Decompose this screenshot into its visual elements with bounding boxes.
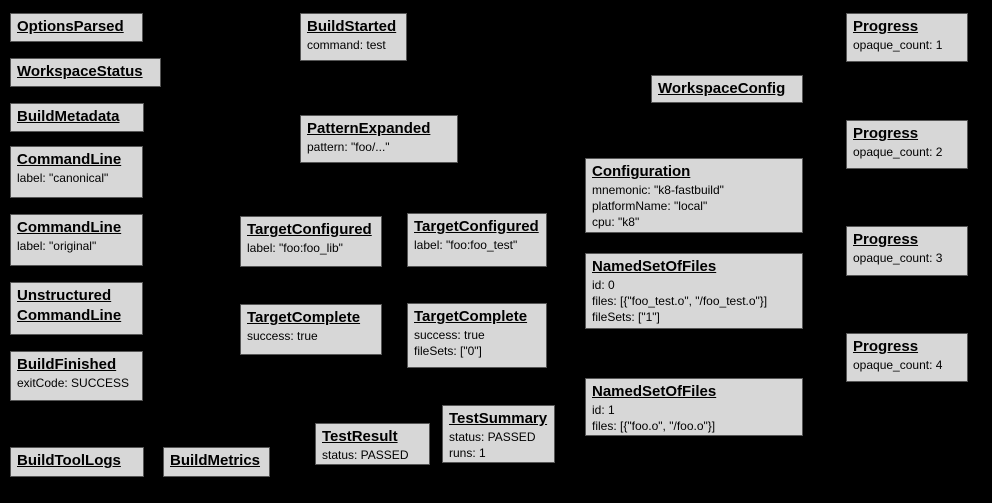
node-attribute: status: PASSED bbox=[449, 430, 536, 444]
node-attribute: files: [{"foo.o", "/foo.o"}] bbox=[592, 419, 716, 433]
node-workspace-config: WorkspaceConfig bbox=[651, 75, 803, 103]
node-attribute: status: PASSED bbox=[322, 448, 409, 462]
node-attribute: pattern: "foo/..." bbox=[307, 140, 390, 154]
node-title: NamedSetOfFiles bbox=[592, 383, 717, 400]
node-command-line-canonical: CommandLine label: "canonical" bbox=[10, 146, 143, 198]
node-target-complete-foo-test: TargetComplete success: true fileSets: [… bbox=[407, 303, 547, 368]
node-title: BuildFinished bbox=[17, 356, 117, 373]
node-title: TargetComplete bbox=[247, 309, 361, 326]
node-attribute: fileSets: ["1"] bbox=[592, 310, 660, 324]
node-attribute: label: "foo:foo_test" bbox=[414, 238, 518, 252]
node-named-set-of-files-0: NamedSetOfFiles id: 0 files: [{"foo_test… bbox=[585, 253, 803, 329]
node-attribute: platformName: "local" bbox=[592, 199, 708, 213]
node-progress-2: Progress opaque_count: 2 bbox=[846, 120, 968, 169]
node-title: TargetConfigured bbox=[247, 221, 372, 238]
node-title: OptionsParsed bbox=[17, 18, 124, 35]
node-title: CommandLine bbox=[17, 151, 122, 168]
node-progress-3: Progress opaque_count: 3 bbox=[846, 226, 968, 276]
node-title: BuildMetadata bbox=[17, 108, 120, 125]
node-title: PatternExpanded bbox=[307, 120, 431, 137]
node-workspace-status: WorkspaceStatus bbox=[10, 58, 161, 87]
node-attribute: cpu: "k8" bbox=[592, 215, 640, 229]
node-named-set-of-files-1: NamedSetOfFiles id: 1 files: [{"foo.o", … bbox=[585, 378, 803, 436]
node-build-metadata: BuildMetadata bbox=[10, 103, 144, 132]
node-attribute: id: 0 bbox=[592, 278, 615, 292]
node-target-configured-foo-lib: TargetConfigured label: "foo:foo_lib" bbox=[240, 216, 382, 267]
node-attribute: opaque_count: 1 bbox=[853, 38, 943, 52]
node-attribute: opaque_count: 3 bbox=[853, 251, 943, 265]
node-attribute: id: 1 bbox=[592, 403, 615, 417]
node-title: Progress bbox=[853, 125, 919, 142]
node-unstructured-command-line: Unstructured CommandLine bbox=[10, 282, 143, 335]
node-configuration: Configuration mnemonic: "k8-fastbuild" p… bbox=[585, 158, 803, 233]
node-title: BuildToolLogs bbox=[17, 452, 121, 469]
node-attribute: files: [{"foo_test.o", "/foo_test.o"}] bbox=[592, 294, 768, 308]
node-title: Progress bbox=[853, 18, 919, 35]
node-build-tool-logs: BuildToolLogs bbox=[10, 447, 144, 477]
node-title: NamedSetOfFiles bbox=[592, 258, 717, 275]
node-options-parsed: OptionsParsed bbox=[10, 13, 143, 42]
node-title: Unstructured CommandLine bbox=[17, 287, 122, 324]
node-build-started: BuildStarted command: test bbox=[300, 13, 407, 61]
node-attribute: label: "original" bbox=[17, 239, 97, 253]
node-attribute: label: "canonical" bbox=[17, 171, 109, 185]
node-attribute: success: true bbox=[414, 328, 485, 342]
node-attribute: command: test bbox=[307, 38, 386, 52]
node-title: TestSummary bbox=[449, 410, 548, 427]
node-title: BuildMetrics bbox=[170, 452, 261, 469]
node-title: TestResult bbox=[322, 428, 398, 445]
node-build-metrics: BuildMetrics bbox=[163, 447, 270, 477]
node-progress-4: Progress opaque_count: 4 bbox=[846, 333, 968, 382]
node-target-complete-foo-lib: TargetComplete success: true bbox=[240, 304, 382, 355]
node-test-summary: TestSummary status: PASSED runs: 1 bbox=[442, 405, 555, 463]
node-attribute: opaque_count: 4 bbox=[853, 358, 943, 372]
node-title: BuildStarted bbox=[307, 18, 397, 35]
node-title: TargetConfigured bbox=[414, 218, 539, 235]
node-target-configured-foo-test: TargetConfigured label: "foo:foo_test" bbox=[407, 213, 547, 267]
node-attribute: runs: 1 bbox=[449, 446, 486, 460]
node-build-finished: BuildFinished exitCode: SUCCESS bbox=[10, 351, 143, 401]
node-test-result: TestResult status: PASSED bbox=[315, 423, 430, 465]
node-command-line-original: CommandLine label: "original" bbox=[10, 214, 143, 266]
node-attribute: opaque_count: 2 bbox=[853, 145, 943, 159]
node-progress-1: Progress opaque_count: 1 bbox=[846, 13, 968, 62]
node-title: WorkspaceConfig bbox=[658, 80, 786, 97]
node-attribute: label: "foo:foo_lib" bbox=[247, 241, 343, 255]
node-title: TargetComplete bbox=[414, 308, 528, 325]
node-attribute: fileSets: ["0"] bbox=[414, 344, 482, 358]
node-title: Configuration bbox=[592, 163, 691, 180]
node-title: WorkspaceStatus bbox=[17, 63, 143, 80]
node-attribute: exitCode: SUCCESS bbox=[17, 376, 130, 390]
node-title: Progress bbox=[853, 231, 919, 248]
node-attribute: mnemonic: "k8-fastbuild" bbox=[592, 183, 724, 197]
node-title: CommandLine bbox=[17, 219, 122, 236]
node-attribute: success: true bbox=[247, 329, 318, 343]
node-title: Progress bbox=[853, 338, 919, 355]
node-pattern-expanded: PatternExpanded pattern: "foo/..." bbox=[300, 115, 458, 163]
